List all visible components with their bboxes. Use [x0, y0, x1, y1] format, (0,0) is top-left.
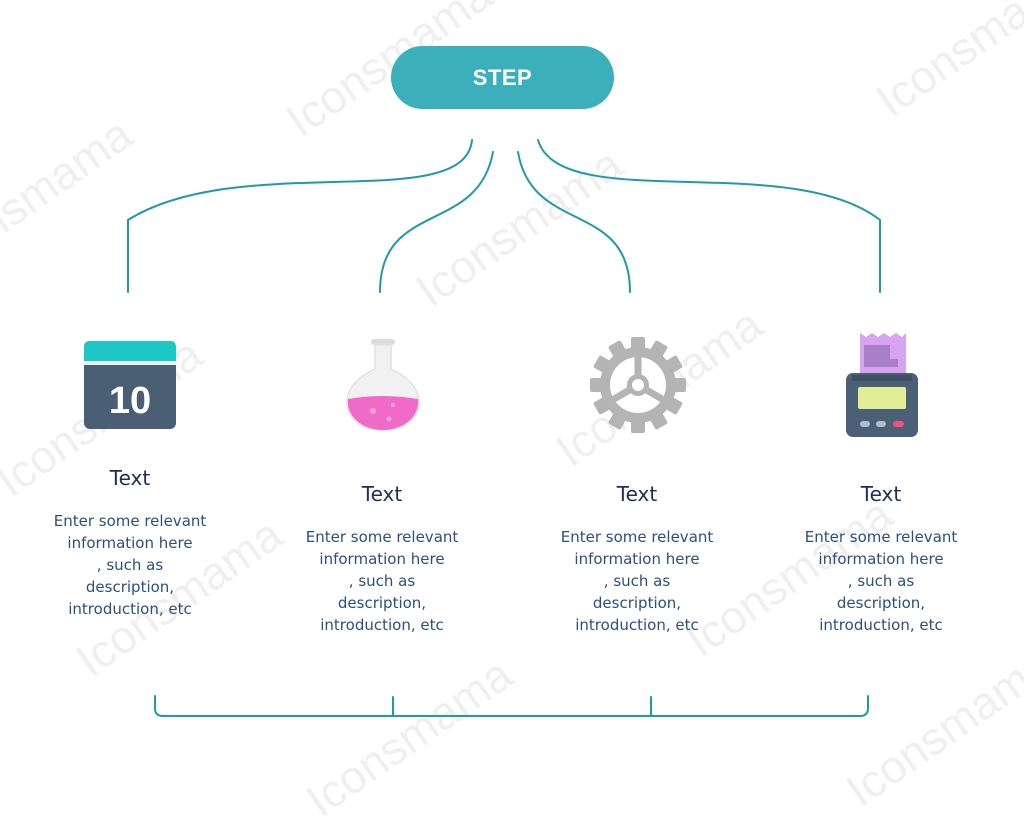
- branch-line-2: [379, 151, 494, 293]
- flask-icon: [346, 339, 420, 431]
- column-description: Enter some relevant information here , s…: [305, 528, 459, 634]
- calendar-icon: 10: [84, 341, 176, 429]
- column-description: Enter some relevant information here , s…: [804, 528, 958, 634]
- branch-line-3: [517, 151, 631, 293]
- branch-line-4: [537, 139, 881, 293]
- bottom-bracket: [154, 695, 869, 717]
- step-header: STEP: [391, 46, 614, 109]
- gear-icon: [590, 337, 686, 433]
- column-title: Text: [860, 482, 902, 506]
- receipt-printer-icon: [846, 333, 918, 437]
- connector-lines: [127, 139, 881, 717]
- column-description: Enter some relevant information here , s…: [53, 512, 207, 618]
- calendar-day: 10: [109, 380, 151, 422]
- column-description: Enter some relevant information here , s…: [560, 528, 714, 634]
- column-title: Text: [361, 482, 403, 506]
- step-label: STEP: [472, 64, 533, 90]
- column-title: Text: [616, 482, 658, 506]
- column-title: Text: [109, 466, 151, 490]
- branch-line-1: [127, 139, 473, 293]
